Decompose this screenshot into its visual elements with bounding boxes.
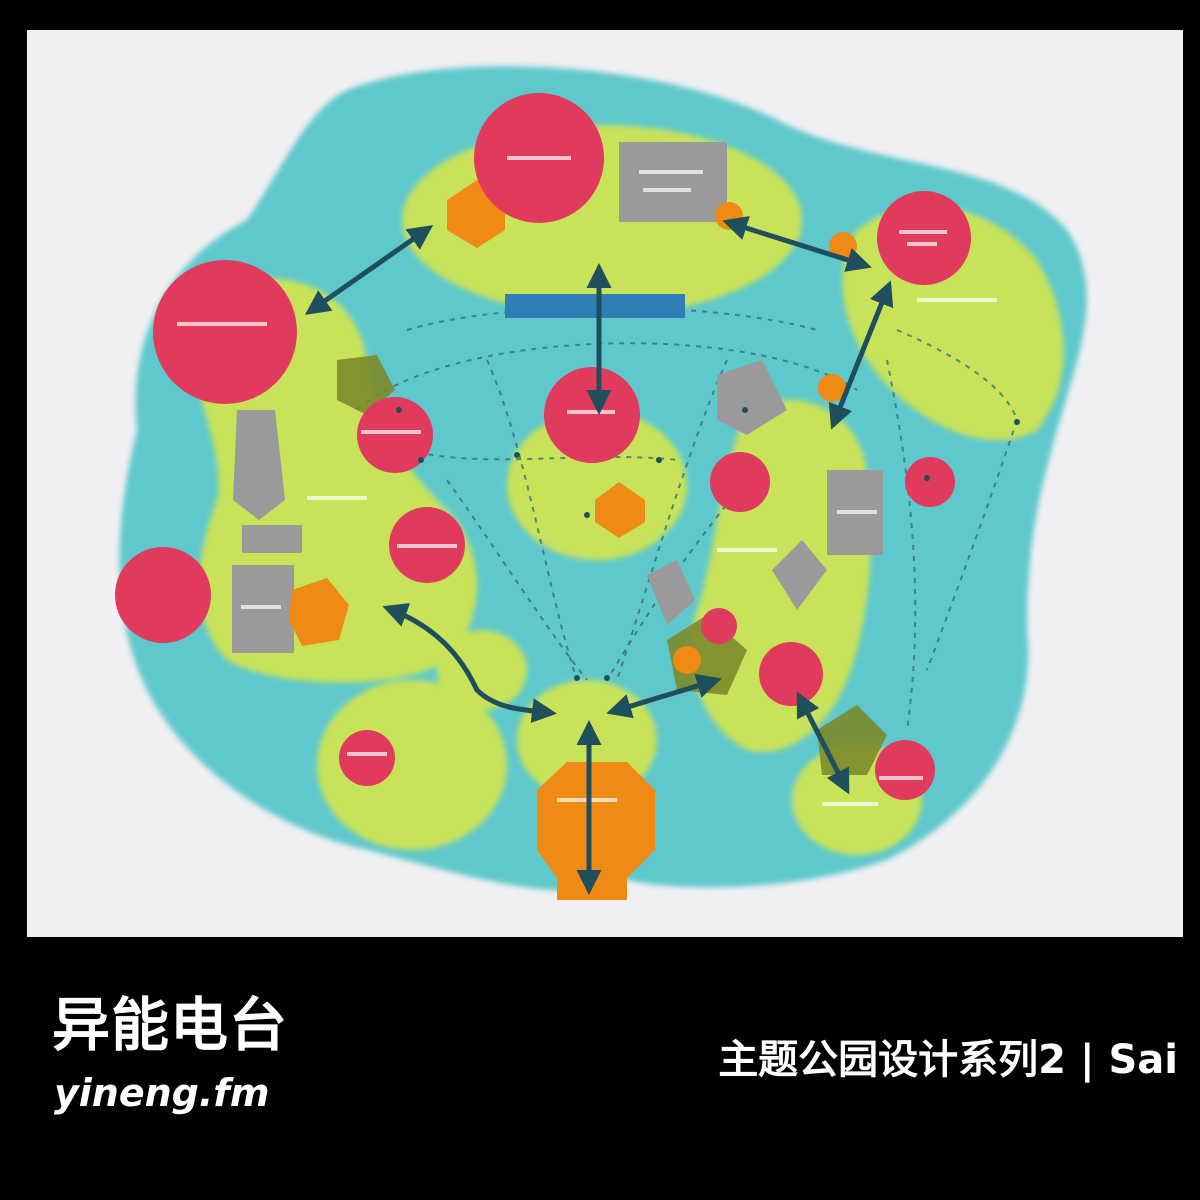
attraction-nodes	[115, 93, 971, 800]
brand-name: 异能电台	[52, 991, 289, 1059]
park-zoning-diagram	[115, 66, 1087, 900]
entrance-banner	[505, 294, 685, 318]
path-nodes	[396, 407, 1020, 681]
connection-arrows	[304, 216, 894, 895]
episode-title: 主题公园设计系列2 | Sai	[718, 1037, 1178, 1083]
brand-url: yineng.fm	[54, 1071, 270, 1115]
diagram-panel	[27, 30, 1183, 937]
land-west-small	[437, 630, 527, 710]
